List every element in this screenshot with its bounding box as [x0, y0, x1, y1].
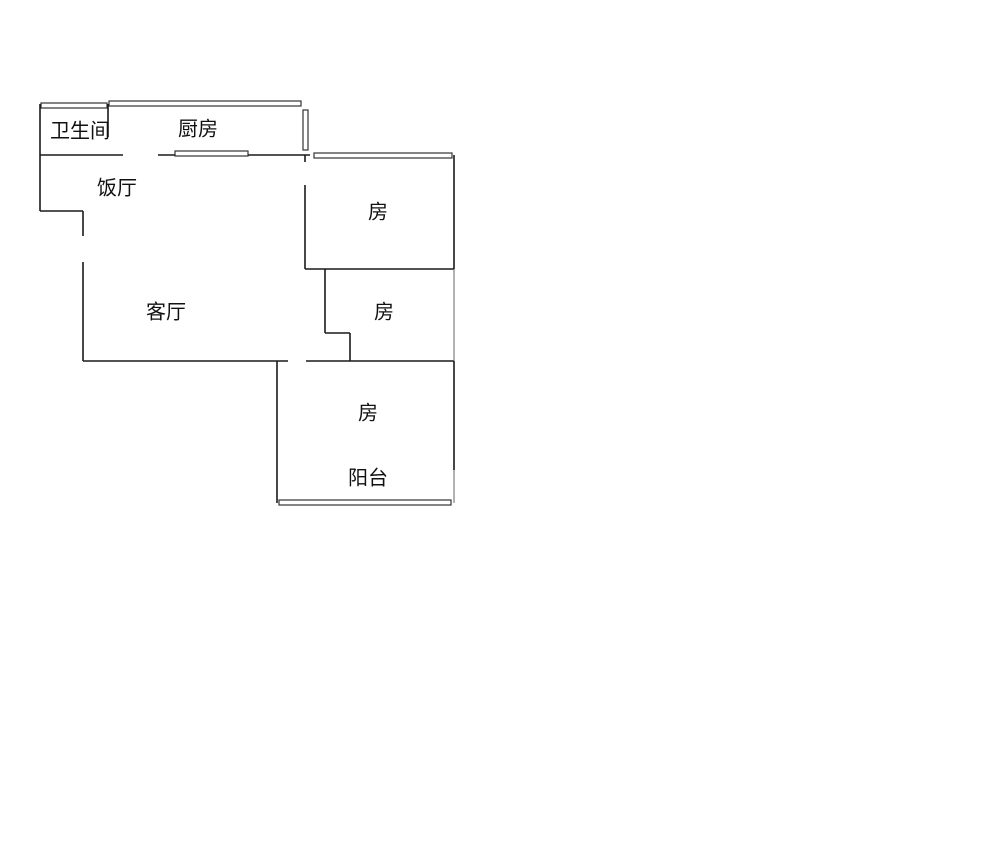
bedroom-top-window: [313, 152, 453, 159]
room-label-living: 客厅: [146, 300, 186, 324]
bathroom-window: [40, 102, 108, 109]
room-label-bathroom: 卫生间: [50, 119, 110, 143]
room-label-bedroom-mid: 房: [374, 300, 394, 324]
balcony-window: [278, 499, 452, 506]
kitchen-window: [108, 100, 302, 107]
room-label-bedroom-bottom: 房: [358, 401, 378, 425]
room-label-balcony: 阳台: [348, 466, 388, 490]
kitchen-inner-window: [174, 150, 249, 157]
room-label-kitchen: 厨房: [178, 117, 218, 141]
walls: [39, 104, 455, 503]
kitchen-side-window: [302, 109, 309, 151]
room-label-dining: 饭厅: [97, 176, 137, 200]
room-label-bedroom-top: 房: [368, 200, 388, 224]
